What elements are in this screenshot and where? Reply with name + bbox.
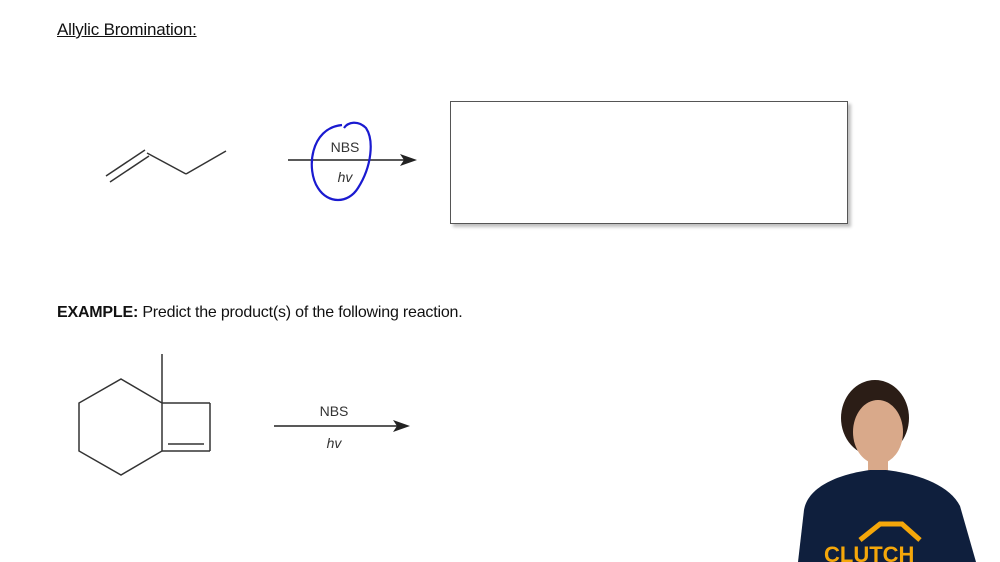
butene-structure [105, 149, 227, 183]
section-title: Allylic Bromination: [57, 20, 197, 39]
example-line: EXAMPLE: Predict the product(s) of the f… [57, 304, 463, 322]
logo-mark-icon [858, 521, 922, 542]
example-label: EXAMPLE: [57, 304, 139, 321]
answer-box[interactable] [450, 101, 848, 224]
condition-hv-1: hv [337, 169, 353, 185]
presenter-video: CLUTCH [798, 380, 976, 562]
shirt-logo-text: CLUTCH [824, 542, 914, 562]
circle-annotation [310, 121, 372, 202]
bicyclic-structure [78, 354, 211, 476]
presenter-shirt [798, 470, 976, 562]
reaction-arrow-1 [288, 154, 417, 166]
condition-hv-2: hv [326, 435, 342, 451]
reagent-nbs-1: NBS [330, 139, 360, 155]
reaction-arrow-2 [274, 420, 410, 432]
reagent-nbs-2: NBS [319, 403, 349, 419]
example-prompt: Predict the product(s) of the following … [142, 304, 463, 321]
presenter-face [853, 400, 903, 464]
